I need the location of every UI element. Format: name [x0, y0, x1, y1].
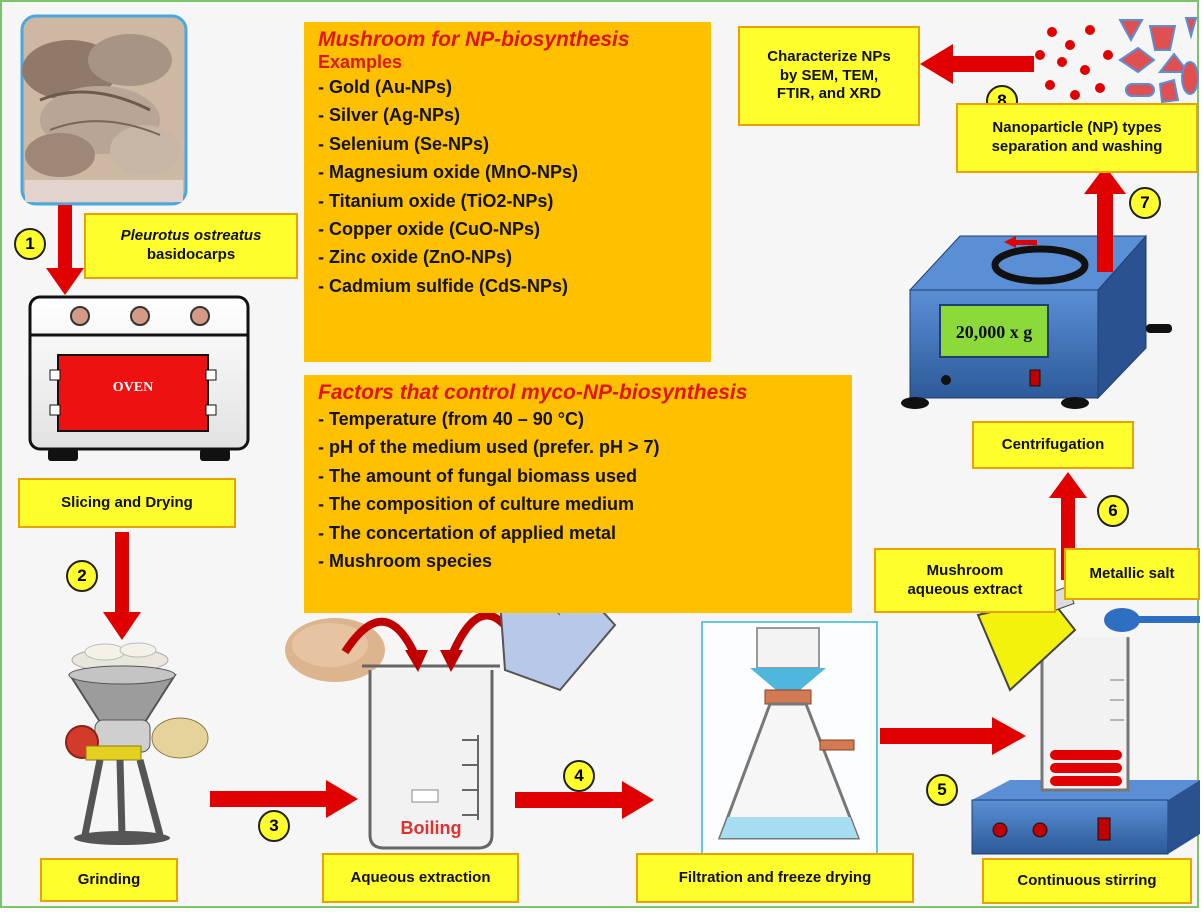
example-item: - Zinc oxide (ZnO-NPs): [318, 247, 513, 268]
examples-panel-title: Mushroom for NP-biosynthesis: [318, 28, 630, 51]
arrow-step-4: [515, 781, 654, 819]
example-item: - Magnesium oxide (MnO-NPs): [318, 162, 579, 183]
characterize-label: Characterize NPs by SEM, TEM, FTIR, and …: [738, 26, 920, 126]
np-separation-label: Nanoparticle (NP) types separation and w…: [956, 103, 1198, 173]
characterize-line-1: Characterize NPs: [767, 47, 891, 65]
step-5-badge: 5: [926, 774, 958, 806]
example-item: - Cadmium sulfide (CdS-NPs): [318, 275, 569, 296]
factor-item: - The amount of fungal biomass used: [318, 465, 638, 486]
boiling-label: Boiling: [400, 818, 462, 838]
factor-item: - The composition of culture medium: [318, 494, 635, 515]
centrifuge-illustration: [901, 234, 1172, 409]
factor-item: - The concertation of applied metal: [318, 522, 617, 543]
factors-panel-title: Factors that control myco-NP-biosynthesi…: [318, 381, 748, 404]
mushroom-extract-line-1: Mushroom: [926, 561, 1004, 579]
arrow-step-2: [103, 532, 141, 640]
grinding-label: Grinding: [40, 858, 178, 902]
species-name: Pleurotus ostreatus: [120, 227, 262, 245]
step-1-badge: 1: [14, 228, 46, 260]
np-separation-line-1: Nanoparticle (NP) types: [992, 119, 1162, 137]
nanoparticles-illustration: [1035, 17, 1199, 104]
factor-item: - Mushroom species: [318, 551, 493, 572]
centrifuge-display: 20,000 x g: [955, 322, 1033, 342]
arrow-step-3: [210, 780, 358, 818]
example-item: - Copper oxide (CuO-NPs): [318, 219, 541, 240]
step-3-badge: 3: [258, 810, 290, 842]
grinder-illustration: [65, 642, 209, 845]
np-separation-line-2: separation and washing: [991, 138, 1163, 155]
beaker-boiling: [362, 664, 500, 850]
step-2-badge: 2: [66, 560, 98, 592]
filtration-setup: [701, 621, 878, 858]
metallic-salt-label: Metallic salt: [1064, 548, 1200, 600]
factor-item: - pH of the medium used (prefer. pH > 7): [318, 437, 660, 458]
species-label: Pleurotus ostreatus basidocarps: [84, 213, 298, 279]
mushroom-extract-label: Mushroom aqueous extract: [874, 548, 1056, 613]
example-item: - Titanium oxide (TiO2-NPs): [318, 190, 554, 211]
characterize-line-2: by SEM, TEM,: [779, 66, 879, 84]
arrow-step-5: [880, 717, 1026, 755]
arrow-step-8: [920, 44, 1034, 84]
stirring-label: Continuous stirring: [982, 858, 1192, 904]
characterize-line-3: FTIR, and XRD: [776, 85, 882, 103]
arrow-step-7: [1084, 166, 1126, 272]
examples-panel-subtitle: Examples: [318, 52, 403, 72]
step-6-badge: 6: [1097, 495, 1129, 527]
example-item: - Gold (Au-NPs): [318, 77, 452, 97]
oven-illustration: [28, 295, 250, 461]
factor-item: - Temperature (from 40 – 90 °C): [318, 409, 584, 429]
factors-panel: Factors that control myco-NP-biosynthesi…: [304, 375, 852, 613]
example-item: - Silver (Ag-NPs): [318, 105, 461, 126]
oven-label: OVEN: [112, 380, 154, 395]
slicing-label: Slicing and Drying: [18, 478, 236, 528]
mushroom-extract-line-2: aqueous extract: [907, 580, 1023, 598]
filtration-label: Filtration and freeze drying: [636, 853, 914, 903]
stirrer-illustration: [971, 585, 1200, 855]
examples-panel: Mushroom for NP-biosynthesis Examples - …: [304, 22, 711, 362]
species-sub: basidocarps: [146, 246, 236, 263]
aqueous-label: Aqueous extraction: [322, 853, 519, 903]
example-item: - Selenium (Se-NPs): [318, 133, 490, 154]
mushroom-photo: [20, 14, 188, 206]
step-7-badge: 7: [1129, 187, 1161, 219]
arrow-step-1: [46, 205, 84, 295]
centrifugation-label: Centrifugation: [972, 421, 1134, 469]
step-4-badge: 4: [563, 760, 595, 792]
